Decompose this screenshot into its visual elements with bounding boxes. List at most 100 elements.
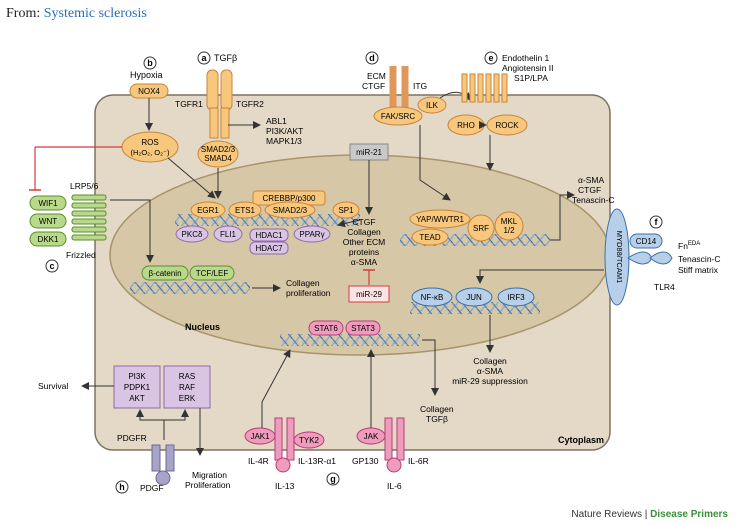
mir29-node: miR-29 — [348, 285, 390, 303]
svg-text:JAK: JAK — [364, 432, 379, 441]
svg-text:TYK2: TYK2 — [299, 436, 320, 445]
svg-text:ROCK: ROCK — [495, 121, 519, 130]
tlr4-receptor — [627, 251, 673, 265]
pi3k-akt-label: PI3K/AKT — [266, 126, 303, 136]
gp130-label: GP130 — [352, 456, 379, 466]
smad-complex: SMAD2/3 SMAD4 — [197, 140, 239, 168]
svg-text:YAP/WWTR1: YAP/WWTR1 — [416, 215, 464, 224]
svg-text:f: f — [655, 217, 659, 227]
wif1-node: WIF1 — [29, 195, 67, 211]
ecm-label: ECM — [367, 71, 386, 81]
svg-text:RAF: RAF — [179, 383, 195, 392]
output-asma: α-SMA — [351, 257, 377, 267]
svg-text:d: d — [369, 53, 375, 63]
journal-name: Nature Reviews — [571, 509, 642, 520]
tlr4-label: TLR4 — [654, 282, 675, 292]
collagen-tgfb-label-2: TGFβ — [426, 414, 448, 424]
nucleus-label: Nucleus — [185, 322, 220, 332]
egr1-node: EGR1 — [190, 201, 226, 219]
collagen-proliferation-label-1: Collagen — [286, 278, 320, 288]
il6r-label: IL-6R — [408, 456, 429, 466]
endothelin-label: Endothelin 1 — [502, 53, 550, 63]
migration-label: Migration — [192, 470, 227, 480]
s1p-label: S1P/LPA — [514, 73, 548, 83]
svg-text:JAK1: JAK1 — [250, 432, 270, 441]
svg-text:c: c — [49, 261, 54, 271]
dkk1-node: DKK1 — [29, 231, 67, 247]
il13-label: IL-13 — [275, 481, 295, 491]
collagen-proliferation-label-2: proliferation — [286, 288, 331, 298]
svg-text:h: h — [119, 482, 125, 492]
rho-node: RHO — [447, 114, 485, 136]
tgfb-receptor — [206, 69, 233, 139]
integrin-receptor — [389, 66, 409, 110]
svg-text:SMAD2/3: SMAD2/3 — [201, 145, 236, 154]
svg-text:SP1: SP1 — [338, 206, 354, 215]
svg-text:b: b — [147, 58, 153, 68]
output-other-ecm: Other ECM — [343, 237, 386, 247]
svg-text:SMAD2/3: SMAD2/3 — [273, 206, 308, 215]
panel-label-g: g — [326, 472, 340, 486]
result-mir29-suppression: miR-29 suppression — [452, 376, 528, 386]
svg-text:e: e — [488, 53, 493, 63]
panel-label-c: c — [45, 259, 59, 273]
svg-text:JUN: JUN — [466, 293, 482, 302]
sp1-node: SP1 — [332, 201, 360, 219]
ppar-node: PPARγ — [293, 225, 331, 243]
pdgfr-label: PDGFR — [117, 433, 147, 443]
pi3k-pathway-box: PI3K PDPK1 AKT — [113, 365, 161, 409]
smad23-nuclear-node: SMAD2/3 — [264, 201, 316, 219]
svg-text:β-catenin: β-catenin — [148, 269, 181, 278]
svg-text:FAK/SRC: FAK/SRC — [381, 112, 415, 121]
stat6-node: STAT6 — [308, 320, 344, 336]
fak-src-node: FAK/SRC — [373, 106, 423, 126]
source-article-link[interactable]: Systemic sclerosis — [43, 6, 147, 21]
panel-label-e: e — [484, 51, 498, 65]
tgfb-label: TGFβ — [214, 53, 237, 63]
svg-text:STAT6: STAT6 — [314, 324, 338, 333]
gpcr-receptor — [461, 73, 508, 103]
myd88-tcam1-node: MYD88/TCAM1 — [604, 208, 630, 306]
tyk2-node: TYK2 — [293, 431, 325, 449]
stat3-node: STAT3 — [345, 320, 381, 336]
svg-text:(H₂O₂, O₂⁻): (H₂O₂, O₂⁻) — [131, 148, 170, 157]
proliferation-label: Proliferation — [185, 480, 231, 490]
dna-strand-5 — [280, 334, 420, 346]
result-asma: α-SMA — [477, 366, 503, 376]
svg-text:FLI1: FLI1 — [220, 230, 237, 239]
svg-text:ROS: ROS — [141, 138, 158, 147]
jak-node: JAK — [356, 427, 386, 445]
wnt-node: WNT — [29, 213, 67, 229]
svg-text:SMAD4: SMAD4 — [204, 154, 232, 163]
svg-text:EGR1: EGR1 — [197, 206, 219, 215]
tgfr2-label: TGFR2 — [236, 99, 264, 109]
svg-text:NF-κB: NF-κB — [421, 293, 444, 302]
svg-text:a: a — [201, 53, 207, 63]
svg-text:HDAC7: HDAC7 — [255, 244, 283, 253]
svg-text:MKL: MKL — [501, 217, 518, 226]
asma-label: α-SMA — [578, 175, 604, 185]
output-proteins: proteins — [349, 247, 379, 257]
svg-text:MYD88/TCAM1: MYD88/TCAM1 — [615, 231, 624, 284]
ctgf-ext-label: CTGF — [362, 81, 385, 91]
pdgf-label: PDGF — [140, 483, 164, 493]
svg-text:NOX4: NOX4 — [138, 87, 160, 96]
panel-label-f: f — [649, 215, 663, 229]
cytoplasm-label: Cytoplasm — [558, 435, 604, 445]
ilk-node: ILK — [417, 96, 447, 114]
svg-text:ILK: ILK — [426, 101, 439, 110]
nox4-node: NOX4 — [129, 83, 169, 99]
frizzled-label: Frizzled — [66, 250, 96, 260]
ros-node: ROS (H₂O₂, O₂⁻) — [121, 131, 179, 163]
panel-label-h: h — [115, 480, 129, 494]
collagen-tgfb-label-1: Collagen — [420, 404, 454, 414]
svg-text:STAT3: STAT3 — [351, 324, 375, 333]
credit-separator: | — [644, 509, 648, 520]
angiotensin-label: Angiotensin II — [502, 63, 554, 73]
from-label: From: — [6, 6, 41, 21]
figure-source-line: From: Systemic sclerosis — [6, 6, 147, 22]
jun-node: JUN — [455, 287, 493, 307]
tenascin-label-2: Tenascin-C — [678, 254, 721, 264]
fli1-node: FLI1 — [213, 225, 243, 243]
